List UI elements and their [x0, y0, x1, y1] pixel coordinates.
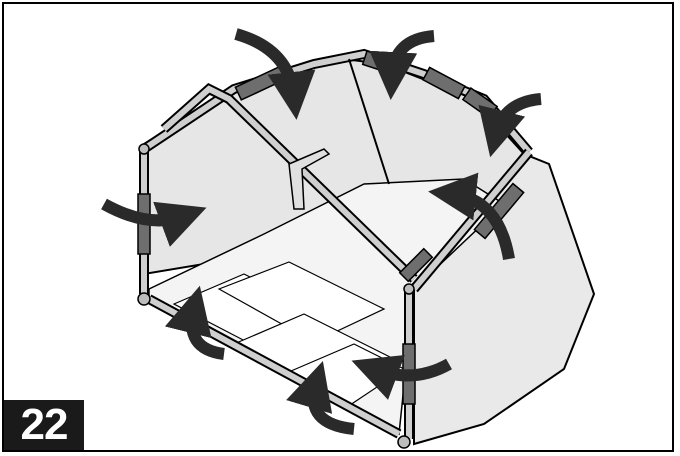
- arrow-top-right: [478, 93, 542, 158]
- frame-tubes: [139, 48, 533, 439]
- arrow-mid-left: [101, 198, 207, 247]
- handle-bracket: [288, 148, 331, 210]
- frame-bolts: [137, 143, 415, 449]
- step-number-badge: 22: [4, 400, 84, 450]
- figure-frame: 22: [2, 2, 674, 452]
- grass-bag-assembly-illustration: [101, 28, 596, 449]
- arrows: [101, 28, 542, 435]
- arrow-top-center: [369, 30, 435, 100]
- arrow-mid-right: [428, 172, 515, 261]
- arrow-bottom-right: [351, 354, 452, 400]
- arrow-bottom-center: [286, 361, 355, 435]
- arrow-bottom-left: [164, 285, 226, 360]
- arrow-top-left: [234, 28, 316, 120]
